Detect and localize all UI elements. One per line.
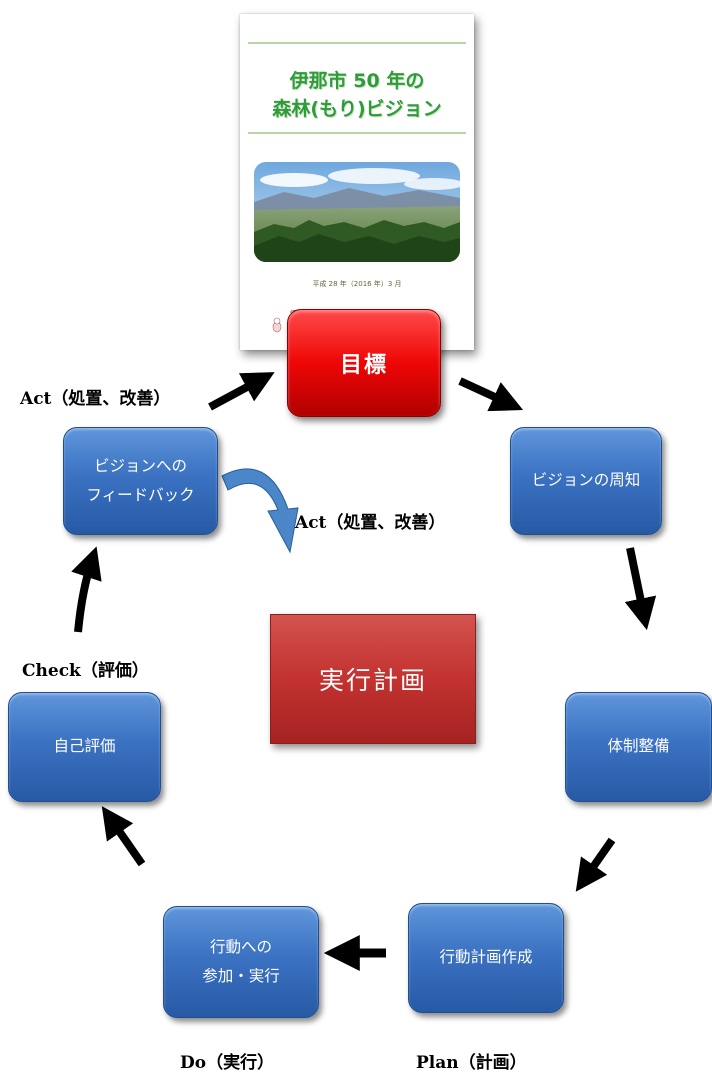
act-label-left: Act（処置、改善） [20, 389, 171, 409]
participation-box: 行動への 参加・実行 [163, 906, 319, 1018]
goal-box: 目標 [287, 309, 441, 417]
cover-rule-bottom [248, 132, 466, 134]
cover-date: 平成 28 年（2016 年）3 月 [312, 280, 402, 288]
system-setup-label: 体制整備 [607, 737, 670, 756]
arrow-feedback-to-goal [208, 372, 275, 411]
plan-label: Plan（計画） [416, 1053, 527, 1073]
cover-title-line2: 森林(もり)ビジョン [272, 98, 442, 120]
arrow-evaluation-to-feedback [71, 546, 102, 633]
cover-forest-photo [254, 162, 460, 262]
cover-title-line1: 伊那市 50 年の [289, 70, 425, 92]
self-evaluation-box: 自己評価 [8, 692, 161, 802]
self-evaluation-label: 自己評価 [53, 737, 116, 756]
participation-label-line2: 参加・実行 [202, 967, 280, 985]
cover-rule-top [248, 42, 466, 44]
vision-notice-label: ビジョンの周知 [531, 471, 641, 490]
feedback-label-line1: ビジョンへの [93, 456, 187, 475]
check-label: Check（評価） [22, 661, 149, 681]
arrow-goal-to-vision-notice [458, 377, 524, 412]
arrow-system-to-action-plan [575, 837, 616, 892]
act-label-center: Act（処置、改善） [295, 513, 446, 533]
mascot-left-icon [272, 317, 282, 333]
feedback-label-line2: フィードバック [86, 486, 195, 504]
action-plan-creation-box: 行動計画作成 [408, 903, 564, 1013]
curved-arrow-feedback-to-plan [221, 468, 299, 554]
action-plan-creation-label: 行動計画作成 [439, 948, 533, 967]
implementation-plan-box: 実行計画 [270, 614, 476, 744]
arrow-participation-to-evaluation [101, 806, 146, 867]
arrow-vision-notice-to-system [624, 547, 657, 631]
system-setup-box: 体制整備 [565, 692, 712, 802]
participation-label-line1: 行動への [209, 937, 272, 956]
feedback-box: ビジョンへの フィードバック [63, 427, 218, 535]
vision-notice-box: ビジョンの周知 [510, 427, 662, 535]
do-label: Do（実行） [180, 1053, 275, 1073]
